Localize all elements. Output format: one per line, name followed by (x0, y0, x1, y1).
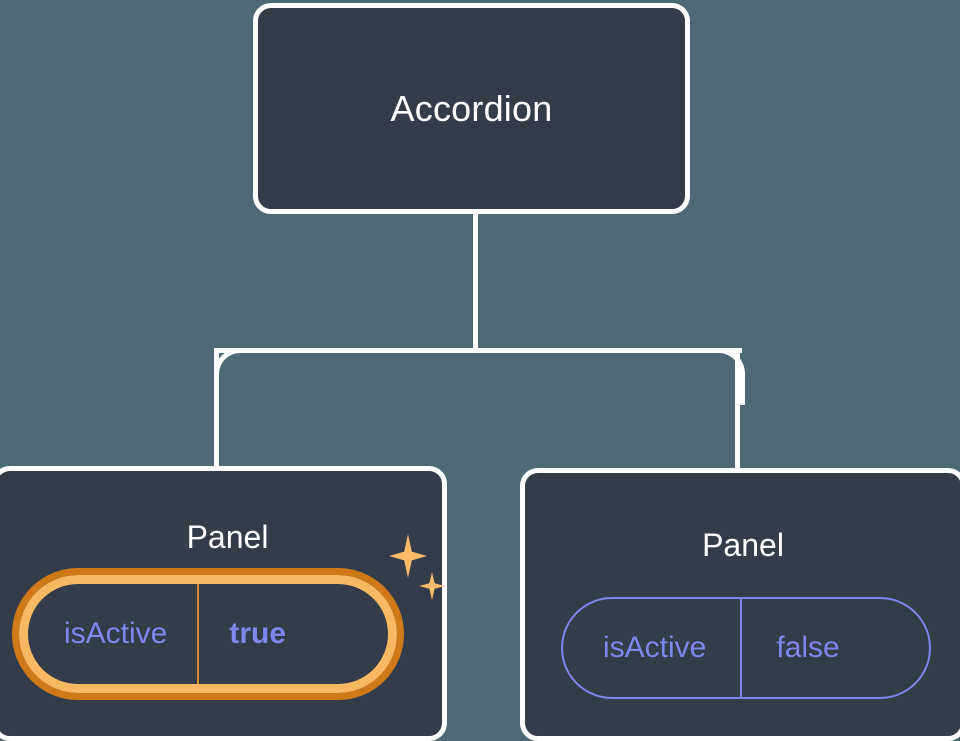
node-accordion-title: Accordion (390, 87, 553, 129)
connector-stem (473, 211, 478, 350)
connector-elbow-right (688, 348, 745, 405)
node-panel-active-title: Panel (186, 519, 269, 555)
node-panel-inactive[interactable]: Panel isActive false (520, 468, 960, 741)
connector-drop-left (214, 348, 219, 470)
prop-pill-isactive-false[interactable]: isActive false (561, 597, 931, 699)
node-panel-inactive-title: Panel (702, 527, 784, 563)
connector-drop-right (735, 348, 740, 470)
prop-key: isActive (603, 631, 707, 664)
connector-bus (217, 348, 742, 353)
connector-elbow-left (214, 348, 271, 405)
prop-key: isActive (64, 617, 168, 650)
prop-pill-isactive-true[interactable]: isActive true (12, 568, 404, 700)
node-panel-active[interactable]: Panel isActive true (0, 466, 447, 741)
prop-value: true (197, 584, 330, 684)
prop-value: false (740, 599, 883, 697)
node-accordion[interactable]: Accordion (253, 3, 690, 214)
